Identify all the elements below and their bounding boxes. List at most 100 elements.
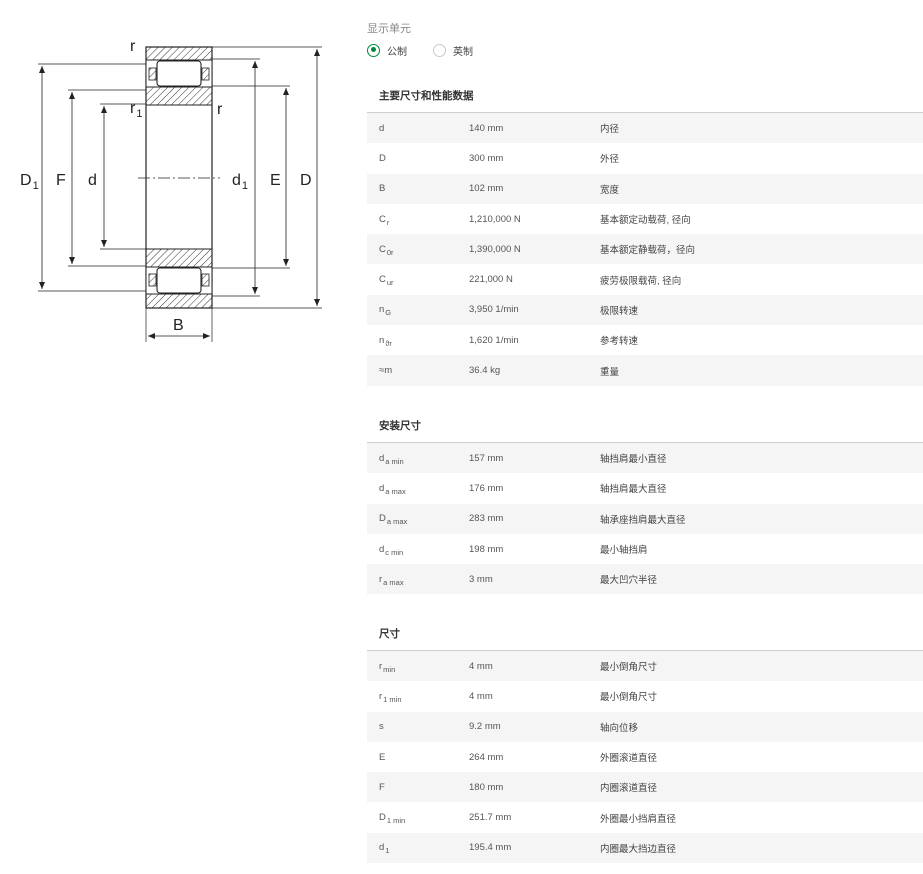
row-description: 基本额定静载荷，径向 xyxy=(600,245,696,257)
symbol-main: C xyxy=(379,213,386,225)
row-description: 轴挡肩最小直径 xyxy=(600,454,667,466)
symbol-subscript: r xyxy=(386,217,390,227)
row-value: 1,390,000 N xyxy=(469,243,521,255)
row-symbol: D xyxy=(367,153,469,164)
row-value: 300 mm xyxy=(469,152,504,164)
row-description: 重量 xyxy=(600,366,620,378)
row-description: 内圈最大挡边直径 xyxy=(600,843,677,855)
symbol-main: d xyxy=(379,543,385,555)
row-symbol: D1 min xyxy=(367,812,469,826)
section-title: 安装尺寸 xyxy=(367,409,923,443)
row-symbol: da max xyxy=(367,482,469,496)
symbol-main: d xyxy=(379,842,385,854)
row-description: 最小轴挡肩 xyxy=(600,545,648,557)
symbol-subscript: 1 min xyxy=(386,816,406,826)
row-symbol: s xyxy=(367,721,469,732)
row-value: 180 mm xyxy=(469,781,504,793)
row-description: 基本额定动载荷, 径向 xyxy=(600,215,691,227)
symbol-subscript: 1 xyxy=(385,846,390,856)
label-d1: d1 xyxy=(232,172,249,192)
symbol-subscript: a min xyxy=(385,456,404,466)
row-value: 195.4 mm xyxy=(469,842,512,854)
row-value: 176 mm xyxy=(469,482,504,494)
symbol-subscript: min xyxy=(383,664,396,674)
symbol-subscript: a max xyxy=(386,517,408,527)
row-description: 外圈滚道直径 xyxy=(600,753,658,765)
symbol-main: d xyxy=(379,482,385,494)
section-title: 尺寸 xyxy=(367,617,923,651)
row-description: 宽度 xyxy=(600,184,620,196)
row-symbol: ≈m xyxy=(367,365,469,376)
symbol-main: r xyxy=(379,573,383,585)
unit-option-metric[interactable]: 公制 xyxy=(367,43,407,58)
row-value: 251.7 mm xyxy=(469,812,512,824)
symbol-main: r xyxy=(379,660,383,672)
table-row: F 180 mm 内圈滚道直径 xyxy=(367,772,923,803)
label-D1: D1 xyxy=(20,172,39,192)
symbol-main: s xyxy=(379,721,384,733)
row-value: 283 mm xyxy=(469,513,504,525)
row-symbol: nϑr xyxy=(367,334,469,348)
symbol-main: d xyxy=(379,452,385,464)
unit-radio-group: 公制 英制 xyxy=(367,42,499,58)
symbol-subscript: a max xyxy=(385,486,406,496)
symbol-subscript: ϑr xyxy=(385,338,392,348)
symbol-main: E xyxy=(379,751,386,763)
symbol-main: D xyxy=(379,513,386,525)
unit-option-imperial[interactable]: 英制 xyxy=(433,43,473,58)
row-description: 参考转速 xyxy=(600,336,639,348)
row-description: 外径 xyxy=(600,154,620,166)
label-D: D xyxy=(300,172,312,189)
symbol-main: C xyxy=(379,243,386,255)
radio-unchecked-icon[interactable] xyxy=(433,43,446,57)
row-description: 内径 xyxy=(600,124,620,136)
row-value: 1,210,000 N xyxy=(469,213,521,225)
section-title: 主要尺寸和性能数据 xyxy=(367,79,923,113)
unit-option-label: 公制 xyxy=(387,46,407,58)
table-row: E 264 mm 外圈滚道直径 xyxy=(367,742,923,772)
symbol-main: F xyxy=(379,781,385,793)
table-row: s 9.2 mm 轴向位移 xyxy=(367,711,923,742)
label-r1: r1 xyxy=(130,100,143,120)
row-description: 极限转速 xyxy=(600,305,639,317)
row-symbol: da min xyxy=(367,452,469,466)
symbol-main: B xyxy=(379,183,386,195)
bearing-drawing: r r1 r D1 F d d1 E D B xyxy=(0,0,340,360)
row-symbol: Cr xyxy=(367,213,469,227)
row-symbol: ra max xyxy=(367,573,469,587)
row-description: 最大凹穴半径 xyxy=(600,575,658,587)
row-symbol: C0r xyxy=(367,243,469,257)
symbol-main: D xyxy=(379,812,386,824)
row-symbol: B xyxy=(367,183,469,194)
symbol-main: r xyxy=(379,690,383,702)
symbol-main: n xyxy=(379,334,385,346)
radio-checked-icon[interactable] xyxy=(367,43,380,57)
row-symbol: E xyxy=(367,752,469,763)
row-value: 9.2 mm xyxy=(469,721,501,733)
row-description: 轴挡肩最大直径 xyxy=(600,484,667,496)
row-value: 264 mm xyxy=(469,751,504,763)
row-symbol: d xyxy=(367,123,469,134)
row-value: 3,950 1/min xyxy=(469,304,519,316)
row-description: 内圈滚道直径 xyxy=(600,783,658,795)
row-description: 最小倒角尺寸 xyxy=(600,692,658,704)
row-value: 36.4 kg xyxy=(469,365,501,377)
symbol-subscript: a max xyxy=(383,577,404,587)
row-description: 轴向位移 xyxy=(600,722,639,734)
table-row: d1 195.4 mm 内圈最大挡边直径 xyxy=(367,832,923,864)
symbol-main: C xyxy=(379,274,386,286)
